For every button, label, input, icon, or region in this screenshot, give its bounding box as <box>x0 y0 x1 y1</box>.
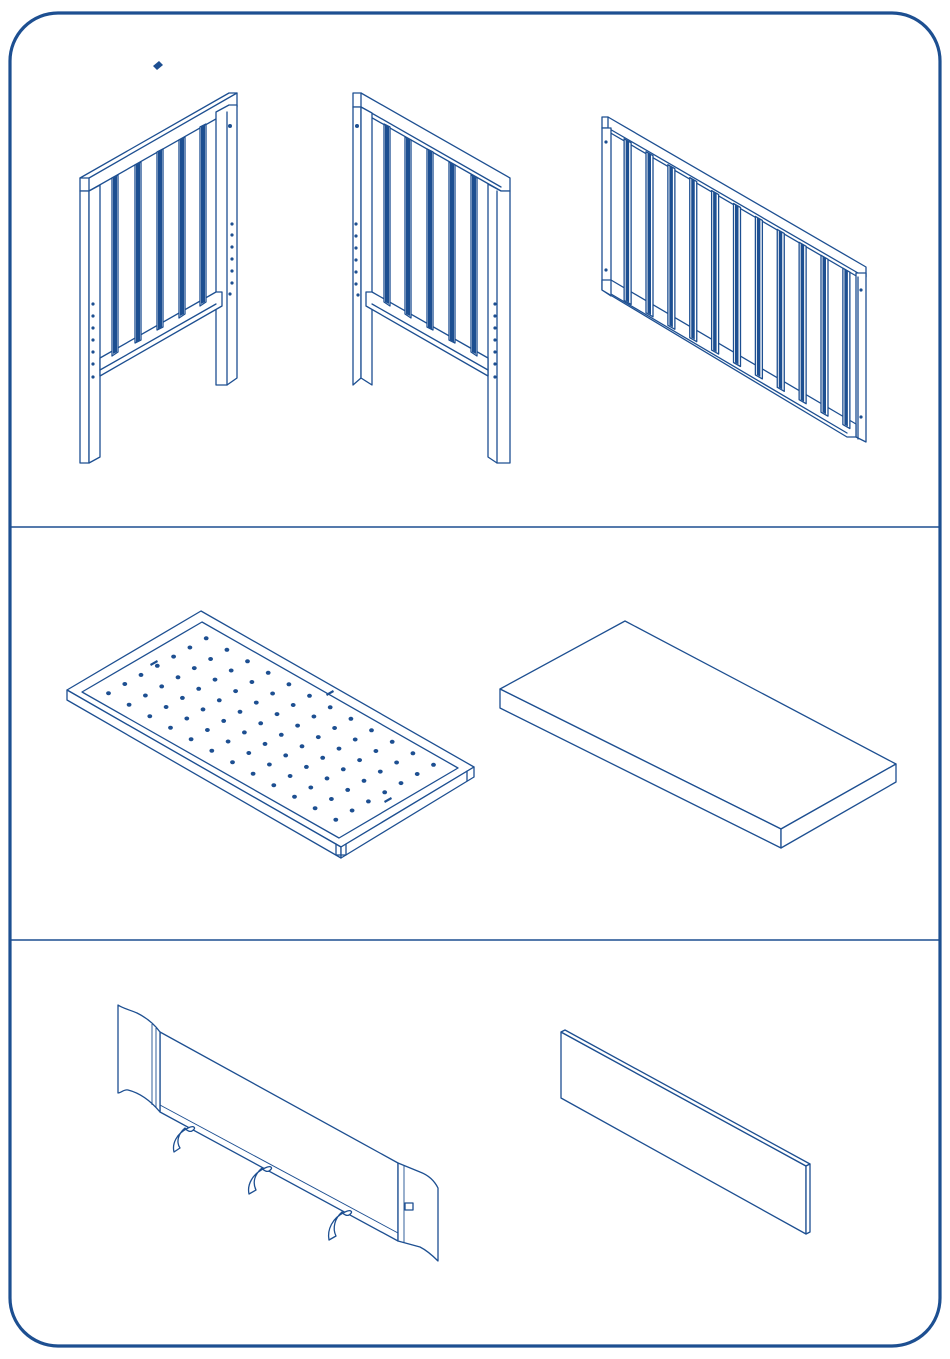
right-headboard <box>353 93 510 463</box>
bumper <box>118 1005 438 1261</box>
left-headboard <box>80 93 237 463</box>
side-rail <box>602 117 866 442</box>
slatted-base <box>67 611 474 858</box>
mattress <box>500 621 896 848</box>
marker-icon <box>153 61 163 70</box>
cover-panel <box>561 1030 810 1234</box>
